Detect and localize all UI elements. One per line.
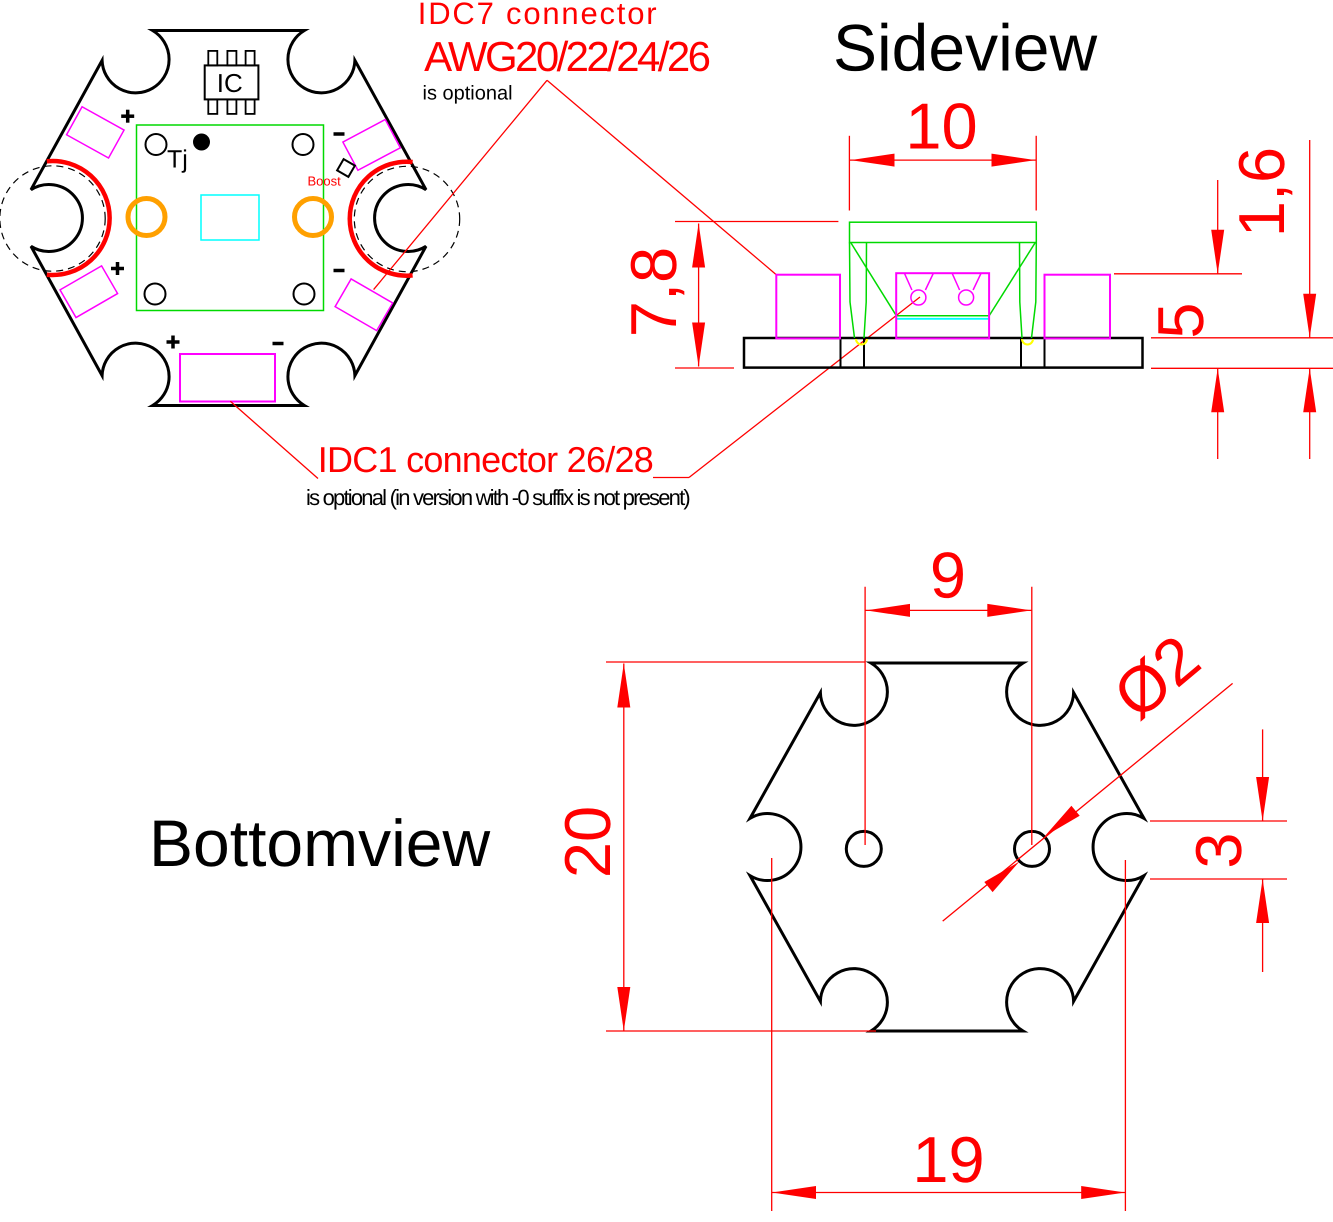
svg-text:is optional: is optional — [423, 82, 513, 104]
svg-text:Sideview: Sideview — [833, 11, 1097, 85]
svg-text:IDC1 connector 26/28: IDC1 connector 26/28 — [318, 439, 653, 480]
svg-text:20: 20 — [551, 806, 624, 878]
svg-text:1,6: 1,6 — [1225, 147, 1298, 237]
svg-text:AWG20/22/24/26: AWG20/22/24/26 — [424, 33, 709, 80]
svg-text:9: 9 — [930, 538, 966, 611]
svg-text:3: 3 — [1182, 832, 1255, 868]
svg-text:10: 10 — [905, 89, 977, 162]
svg-text:7,8: 7,8 — [617, 247, 690, 337]
svg-text:IC: IC — [217, 68, 243, 98]
svg-text:Bottomview: Bottomview — [149, 806, 490, 880]
svg-text:Boost: Boost — [308, 174, 342, 189]
svg-text:Tj: Tj — [167, 146, 188, 174]
svg-text:19: 19 — [912, 1123, 984, 1196]
svg-text:is optional (in version with -: is optional (in version with -0 suffix i… — [306, 485, 689, 510]
svg-text:IDC7 connector: IDC7 connector — [418, 0, 659, 31]
svg-text:5: 5 — [1144, 302, 1217, 338]
